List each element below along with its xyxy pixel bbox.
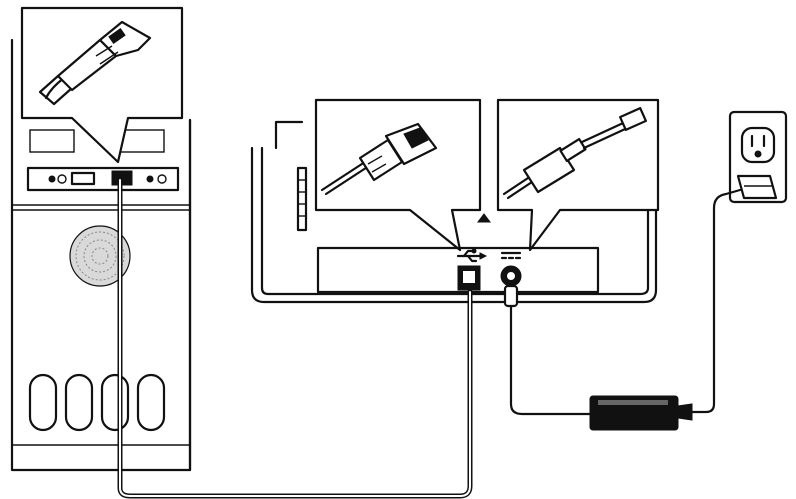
alignment-arrow-icon [477, 213, 491, 223]
usb-b-plug-icon [320, 122, 438, 196]
wall-outlet [728, 110, 788, 204]
usb-cable [117, 177, 473, 499]
callout-usb-a [20, 6, 184, 164]
ac-plug-icon [736, 174, 778, 200]
usb-symbol-icon [456, 248, 488, 263]
drive-bay [119, 129, 165, 153]
dc-cable [503, 284, 592, 416]
scanner-body [250, 120, 658, 304]
power-adapter [589, 395, 693, 431]
dc-plug-icon [502, 107, 647, 200]
audio-port-icon [57, 174, 67, 184]
audio-port-icon [157, 174, 167, 184]
dc-power-symbol-icon [500, 251, 522, 260]
side-latch [296, 166, 308, 232]
drive-bay [29, 129, 75, 153]
led-icon [146, 175, 154, 183]
speaker-grille [69, 225, 131, 287]
usb-a-plug-icon [38, 20, 152, 106]
callout-usb-b [314, 98, 482, 252]
card-slot-icon [70, 171, 96, 186]
led-icon [48, 175, 56, 183]
outlet-socket [740, 126, 776, 164]
callout-dc [496, 98, 660, 252]
tower-vents [28, 373, 166, 432]
front-io-panel [26, 166, 180, 192]
ac-cord [690, 188, 742, 414]
